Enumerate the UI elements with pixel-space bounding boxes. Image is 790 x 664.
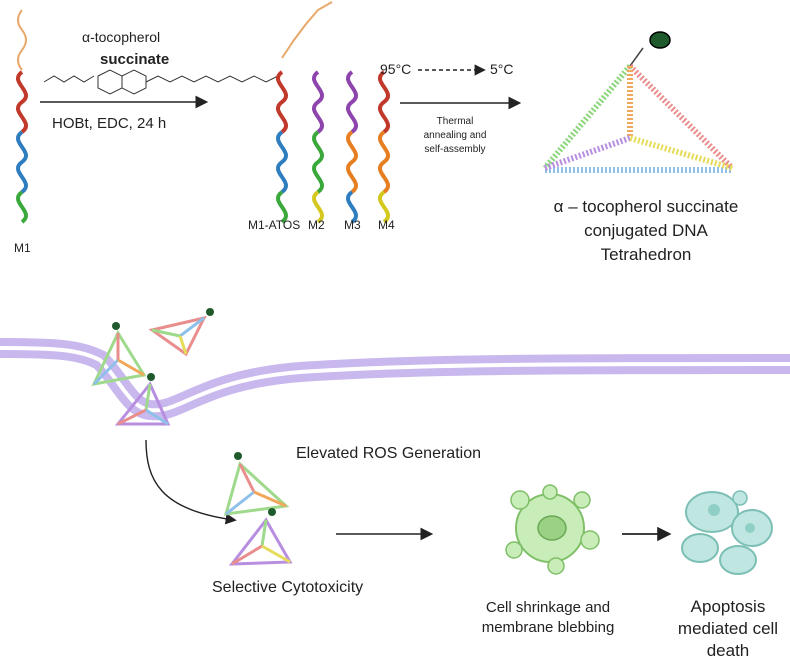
temp-start-label: 95°C	[380, 61, 411, 77]
tetrahedron-small-1	[91, 322, 147, 386]
dna-tetrahedron	[542, 31, 735, 173]
label-m1: M1	[14, 241, 31, 255]
temp-end-label: 5°C	[490, 61, 514, 77]
label-m4: M4	[378, 218, 395, 232]
strand-m3	[346, 70, 358, 224]
tetrahedron-small-2	[148, 308, 214, 357]
atos-structure	[43, 69, 279, 95]
atos-dot	[649, 31, 671, 49]
apoptosis-line3: death	[707, 641, 750, 660]
apoptosis-line2: mediated cell	[678, 619, 778, 638]
reagent-top-label: α-tocopherol	[82, 29, 160, 45]
strand-m4	[378, 70, 390, 224]
shrinkage-line1: Cell shrinkage and	[486, 599, 610, 616]
cell-membrane	[0, 338, 790, 421]
product-line2: conjugated DNA	[584, 221, 708, 240]
tetrahedron-small-3	[114, 373, 171, 426]
process-line2: annealing and	[424, 130, 487, 141]
label-m2: M2	[308, 218, 325, 232]
strand-m2	[312, 70, 324, 224]
process-line3: self-assembly	[424, 144, 485, 155]
tetrahedron-inside-2	[228, 508, 293, 566]
product-line1: α – tocopherol succinate	[554, 197, 739, 216]
label-m3: M3	[344, 218, 361, 232]
conditions-label: HOBt, EDC, 24 h	[52, 115, 166, 132]
cytotoxicity-label: Selective Cytotoxicity	[212, 579, 363, 596]
reagent-name-label: succinate	[100, 51, 169, 68]
process-line1: Thermal	[437, 116, 474, 127]
product-line3: Tetrahedron	[601, 245, 692, 264]
label-m1-atos: M1-ATOS	[248, 218, 300, 232]
apoptotic-bodies	[681, 490, 773, 575]
strand-m1	[16, 9, 28, 224]
uptake-arrow	[145, 439, 237, 525]
tetrahedron-inside-1	[223, 452, 290, 516]
strand-m1-atos	[276, 1, 333, 224]
ros-label: Elevated ROS Generation	[296, 445, 481, 462]
apoptosis-line1: Apoptosis	[691, 597, 766, 616]
shrinkage-line2: membrane blebbing	[482, 619, 615, 636]
shrinking-cell	[505, 484, 600, 575]
